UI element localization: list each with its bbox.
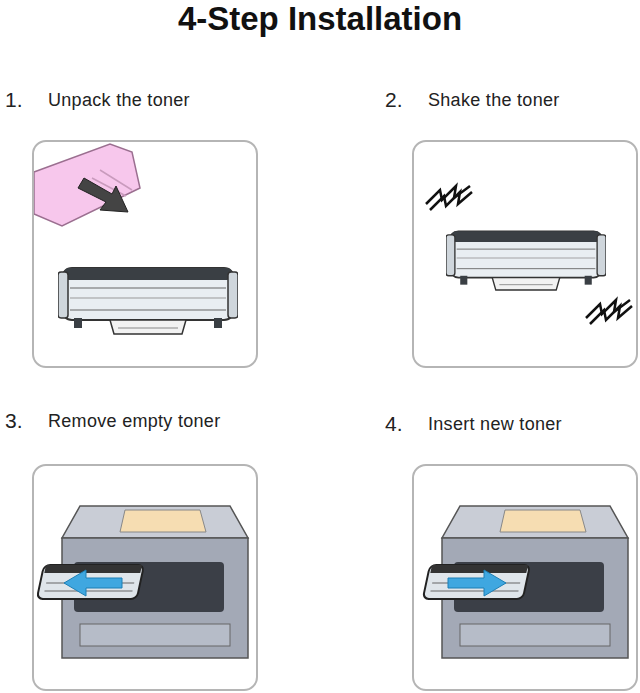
step-panel: 1.Unpack the toner [32,140,258,368]
step-label: Insert new toner [428,414,562,435]
step-number: 4. [385,412,403,436]
unpack-picture [34,144,238,334]
insert-picture [423,506,628,658]
step-label: Shake the toner [428,90,560,111]
shake-picture [426,186,632,324]
step-label: Remove empty toner [48,411,220,432]
remove-picture [37,506,248,658]
title: 4-Step Installation [0,0,640,38]
step-panel: 4.Insert new toner [412,464,638,691]
step-panel: 2.Shake the toner [412,140,638,368]
step-label: Unpack the toner [48,90,190,111]
step-panel: 3.Remove empty toner [32,464,258,691]
step-number: 2. [385,88,403,112]
step-number: 3. [5,409,23,433]
step-number: 1. [5,88,23,112]
